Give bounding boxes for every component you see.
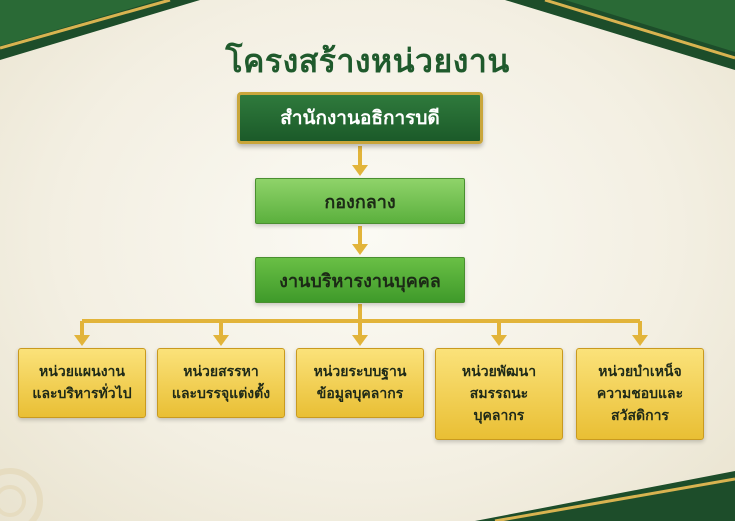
unit-label-line: ข้อมูลบุคลากร: [316, 386, 404, 402]
page-title: โครงสร้างหน่วยงาน: [225, 42, 510, 80]
unit-label-line: สมรรถนะ: [469, 386, 529, 402]
unit-label-line: หน่วยสรรหา: [183, 364, 259, 380]
unit-label-line: หน่วยระบบฐาน: [313, 364, 407, 380]
org-unit-competency: หน่วยพัฒนา สมรรถนะ บุคลากร: [435, 348, 563, 440]
top-left-ornament: [0, 0, 200, 60]
org-unit-planning: หน่วยแผนงาน และบริหารทั่วไป: [18, 348, 146, 418]
unit-label-line: บุคลากร: [473, 408, 525, 424]
unit-label-line: และบริหารทั่วไป: [32, 386, 132, 402]
bottom-left-ornament: [0, 468, 43, 521]
org-node-office-of-president: สำนักงานอธิการบดี: [237, 92, 483, 144]
org-unit-recruitment: หน่วยสรรหา และบรรจุแต่งตั้ง: [157, 348, 285, 418]
top-right-ornament: [505, 0, 735, 70]
org-unit-welfare: หน่วยบำเหน็จ ความชอบและ สวัสดิการ: [576, 348, 704, 440]
unit-label-line: หน่วยบำเหน็จ: [598, 364, 682, 380]
unit-label-line: สวัสดิการ: [611, 408, 669, 424]
unit-label-line: ความชอบและ: [596, 386, 684, 402]
bottom-right-ornament: [475, 471, 735, 521]
unit-label-line: หน่วยแผนงาน: [39, 364, 125, 380]
unit-label-line: หน่วยพัฒนา: [461, 364, 537, 380]
org-node-hr-management: งานบริหารงานบุคคล: [255, 257, 465, 303]
org-unit-database: หน่วยระบบฐาน ข้อมูลบุคลากร: [296, 348, 424, 418]
org-node-central-division: กองกลาง: [255, 178, 465, 224]
unit-label-line: และบรรจุแต่งตั้ง: [171, 386, 271, 402]
